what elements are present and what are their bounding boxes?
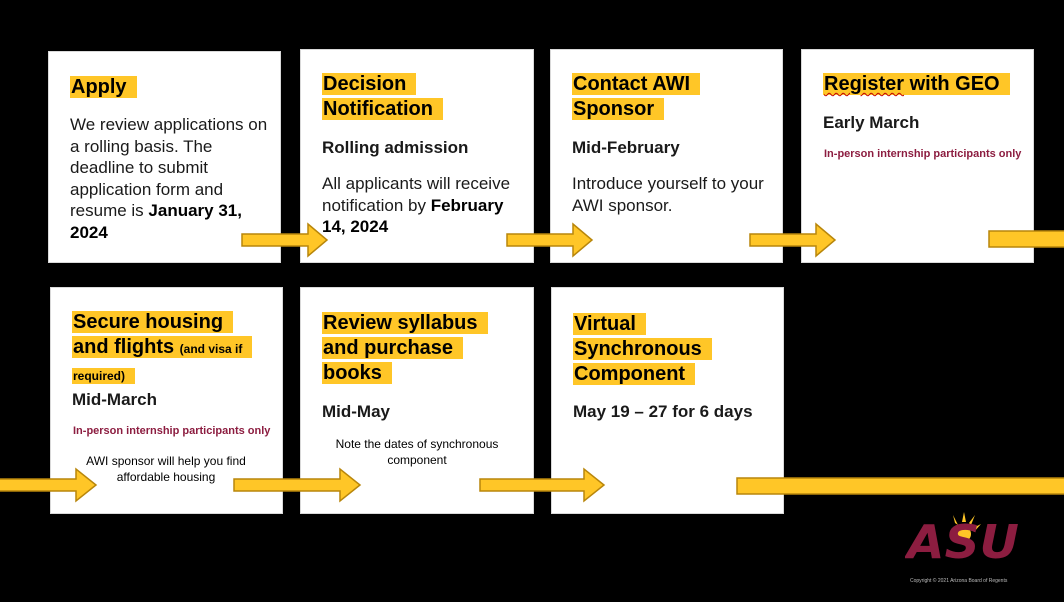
arrow-right-icon bbox=[749, 222, 837, 258]
arrow-right-icon bbox=[506, 222, 594, 258]
asu-logo-icon: ASU bbox=[904, 512, 1019, 569]
copyright: Copyright © 2021 Arizona Board of Regent… bbox=[910, 578, 1008, 584]
connector-line bbox=[988, 230, 1064, 248]
step-subtitle: Early March bbox=[823, 113, 920, 132]
step-title: Register with GEO bbox=[823, 72, 1010, 97]
connector-line bbox=[736, 477, 1064, 495]
arrow-right-icon bbox=[479, 467, 606, 503]
svg-text:ASU: ASU bbox=[905, 515, 1019, 564]
step-card-apply: Apply We review applications on a rollin… bbox=[48, 51, 281, 263]
step-note: In-person internship participants only bbox=[73, 425, 271, 437]
step-subtitle: Mid-May bbox=[322, 402, 390, 421]
step-body: Introduce yourself to your AWI sponsor. bbox=[572, 174, 764, 215]
step-subtitle: Rolling admission bbox=[322, 138, 469, 157]
step-small-text: Note the dates of synchronous component bbox=[335, 437, 499, 467]
step-small-text: AWI sponsor will help you find affordabl… bbox=[86, 454, 246, 484]
step-note: In-person internship participants only bbox=[824, 148, 1022, 160]
asu-logo: ASU bbox=[904, 508, 1025, 569]
step-body: We review applications on a rolling basi… bbox=[70, 115, 268, 242]
step-body: All applicants will receive notification… bbox=[322, 174, 511, 236]
arrow-right-icon bbox=[241, 222, 329, 258]
step-subtitle: May 19 – 27 for 6 days bbox=[573, 402, 753, 421]
arrow-right-icon bbox=[0, 467, 98, 503]
step-subtitle: Mid-February bbox=[572, 138, 680, 157]
step-title: Apply bbox=[70, 75, 137, 100]
step-subtitle: Mid-March bbox=[72, 390, 157, 409]
arrow-right-icon bbox=[233, 467, 362, 503]
step-card-register-with-geo: Register with GEO Early March In-person … bbox=[801, 49, 1034, 263]
